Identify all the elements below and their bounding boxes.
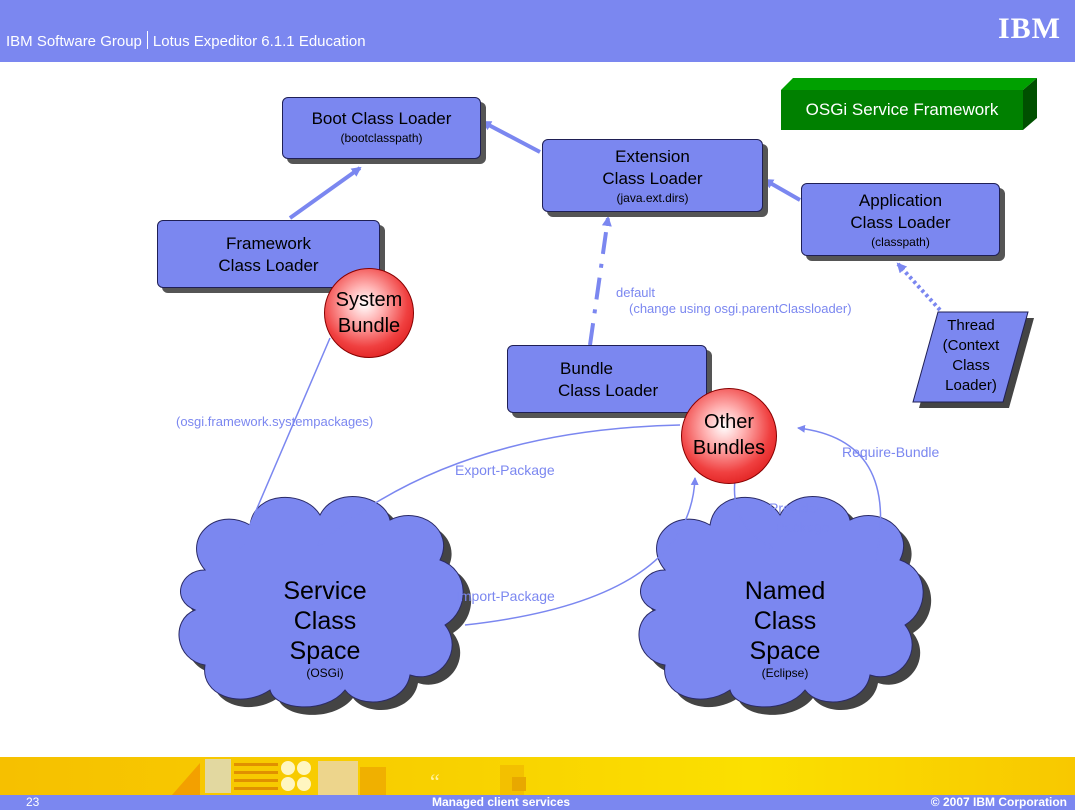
boot-class-loader: Boot Class Loader (bootclasspath) [282,97,481,159]
system-bundle: System Bundle [324,268,414,358]
arrow-export-package [317,424,681,546]
arrow-extension-to-boot [481,120,541,154]
arrow-provide-package [733,479,773,549]
application-class-loader: Application Class Loader (classpath) [801,183,1000,256]
footer-center-text: Managed client services [432,795,571,809]
service-class-space: Service Class Space (OSGi) [283,577,367,680]
page-number: 23 [26,795,40,809]
header-group: IBM Software Group [6,33,142,50]
label-require-bundle: Require-Bundle [842,444,940,460]
footer-bar: 23 Managed client services © 2007 IBM Co… [0,795,1075,810]
bundle-class-loader: Bundle Class Loader [507,345,707,413]
named-class-space: Named Class Space (Eclipse) [744,577,826,680]
copyright: © 2007 IBM Corporation [930,795,1067,809]
arrow-import-package [464,477,699,626]
label-default: default [616,285,656,300]
label-systempackages: (osgi.framework.systempackages) [176,414,374,429]
arrow-framework-to-boot [288,166,362,220]
arrow-application-to-extension [763,178,801,202]
arrow-bundle-to-extension [588,216,612,346]
osgi-framework-legend: OSGi Service Framework [781,78,1037,130]
header-separator [146,31,148,49]
label-provide-package-1: Provide- [769,500,822,516]
named-class-space-cloud [638,496,924,708]
thread-context-class-loader: Thread (Context Class Loader) [942,317,1000,394]
service-class-space-cloud [178,496,464,708]
arrow-system-to-service [239,337,331,549]
header-product: Lotus Expeditor 6.1.1 Education [152,33,366,50]
label-provide-package-2: Package [775,519,830,535]
header-bar: IBM Software Group Lotus Expeditor 6.1.1 … [0,0,1075,62]
osgi-framework-label: OSGi Service Framework [781,90,1023,130]
label-import-package: Import-Package [456,588,555,604]
header-title: IBM Software Group Lotus Expeditor 6.1.1 … [6,31,366,50]
arrow-thread-to-application [896,262,942,312]
footer-pattern: “ [172,759,526,795]
svg-text:“: “ [430,769,440,794]
thread-shape [912,311,1029,403]
label-export-package: Export-Package [455,462,555,478]
arrow-require-bundle [797,424,882,561]
diagram-connectors [178,120,1034,715]
other-bundles: Other Bundles [681,388,777,484]
ibm-logo: IBM [998,12,1061,45]
label-change-parent-classloader: (change using osgi.parentClassloader) [629,301,852,316]
footer-decoration: “ [0,757,1075,795]
extension-class-loader: Extension Class Loader (java.ext.dirs) [542,139,763,212]
